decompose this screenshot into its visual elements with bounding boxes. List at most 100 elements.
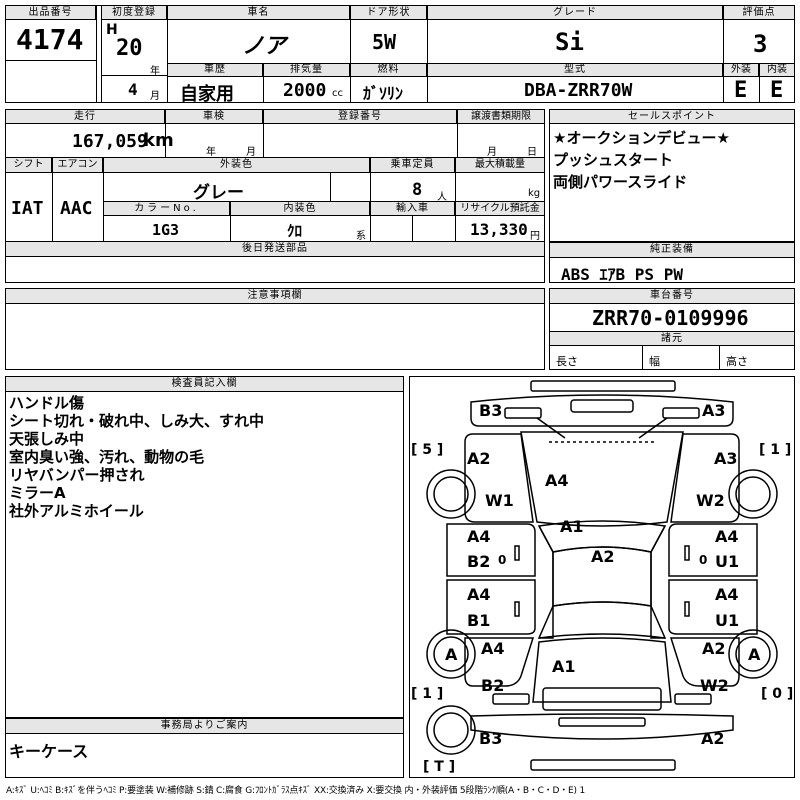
office-note: キーケース bbox=[9, 742, 89, 761]
windshield-wiper bbox=[536, 417, 668, 439]
color-number: 1G3 bbox=[152, 221, 180, 239]
load-unit: kg bbox=[528, 188, 541, 199]
int-grade: E bbox=[770, 78, 784, 103]
tread-left: 0 bbox=[498, 553, 506, 567]
load-label: 最大積載量 bbox=[455, 157, 545, 173]
mileage: 167,059 bbox=[72, 131, 148, 152]
front-fender-right bbox=[670, 433, 740, 523]
mark-a4-left-1: A4 bbox=[467, 527, 491, 546]
wheel-rear-left bbox=[426, 629, 476, 679]
inspector-label: 検査員記入欄 bbox=[5, 376, 404, 392]
regno-label: 登録番号 bbox=[263, 109, 457, 124]
disp-unit: cc bbox=[332, 88, 343, 99]
ext-label: 外装 bbox=[723, 63, 759, 77]
wheel-front-left bbox=[426, 469, 476, 519]
capacity-label: 乗車定員 bbox=[370, 157, 455, 173]
mark-a4-hood: A4 bbox=[545, 471, 569, 490]
score-label: 評価点 bbox=[723, 5, 795, 20]
mark-a4-left-2: A4 bbox=[467, 585, 491, 604]
reg-year-unit: 年 bbox=[150, 66, 160, 77]
reg-month: 4 bbox=[128, 80, 138, 99]
lot-label: 出品番号 bbox=[5, 5, 96, 20]
inspection-label: 車検 bbox=[165, 109, 263, 124]
front-door-left bbox=[446, 523, 536, 577]
mark-a2-bottom-right: A2 bbox=[701, 729, 725, 748]
rear-door-right bbox=[668, 579, 758, 635]
office-label: 事務局よりご案内 bbox=[5, 718, 404, 734]
int-color: ｸﾛ bbox=[287, 222, 303, 240]
wheel-front-right bbox=[728, 469, 778, 519]
mark-a1-bottom: A1 bbox=[552, 657, 576, 676]
shift-label: シフト bbox=[5, 157, 52, 173]
inspector-line: 天張しみ中 bbox=[9, 430, 85, 448]
mark-a-wheel-right: A bbox=[748, 645, 761, 664]
rear-light-right bbox=[674, 693, 712, 705]
int-label: 内装 bbox=[759, 63, 795, 77]
roof-strip-top bbox=[530, 380, 676, 392]
inspection-month: 月 bbox=[246, 147, 256, 158]
mark-a4-right-2: A4 bbox=[715, 585, 739, 604]
reg-month-unit: 月 bbox=[150, 91, 160, 102]
ext-grade: E bbox=[734, 78, 748, 103]
capacity-unit: 人 bbox=[437, 192, 447, 203]
mark-u1-right-2: U1 bbox=[715, 611, 739, 630]
mark-a1-top: A1 bbox=[560, 517, 584, 536]
mark-b3-top-left: B3 bbox=[479, 401, 502, 420]
transfer-label: 譲渡書類期限 bbox=[457, 109, 545, 124]
mark-w1: W1 bbox=[485, 491, 514, 510]
bracket-left-bottom: [ 1 ] bbox=[411, 686, 443, 702]
notes-label: 注意事項欄 bbox=[5, 288, 545, 304]
inspection-year: 年 bbox=[206, 147, 216, 158]
color-label: 外装色 bbox=[103, 157, 370, 173]
grille-center bbox=[570, 399, 634, 413]
model-label: 型式 bbox=[427, 63, 723, 77]
inspector-line: リヤバンパー押され bbox=[9, 466, 145, 484]
hood-panel bbox=[520, 431, 684, 527]
fuel-label: 燃料 bbox=[350, 63, 427, 77]
car-name-label: 車名 bbox=[167, 5, 350, 20]
width-label: 幅 bbox=[649, 355, 660, 368]
length-label: 長さ bbox=[556, 355, 578, 368]
bracket-right-top: [ 1 ] bbox=[759, 442, 791, 458]
spare-tire bbox=[426, 705, 476, 755]
score: 3 bbox=[753, 30, 768, 58]
model-code: DBA-ZRR70W bbox=[524, 80, 633, 101]
tread-right: 0 bbox=[699, 553, 707, 567]
rear-fender-left bbox=[464, 637, 535, 687]
inspector-line: シート切れ・破れ中、しみ大、すれ中 bbox=[9, 412, 265, 430]
colorno-label: カラーNo. bbox=[103, 201, 230, 216]
inspector-line: 社外アルミホイール bbox=[9, 502, 144, 520]
grille-right bbox=[662, 407, 700, 419]
reg-label: 初度登録 bbox=[101, 5, 167, 20]
mark-w2-bottom-right: W2 bbox=[700, 676, 729, 695]
mark-a2-right-3: A2 bbox=[702, 639, 726, 658]
rear-door-left bbox=[446, 579, 536, 635]
equipment-label: 純正装備 bbox=[549, 242, 795, 258]
transfer-month: 月 bbox=[487, 147, 497, 158]
transfer-day: 日 bbox=[527, 147, 537, 158]
capacity: 8 bbox=[412, 180, 423, 200]
mark-a3-top-right: A3 bbox=[702, 401, 726, 420]
grade: Si bbox=[555, 28, 584, 56]
mark-b2-bottom-left: B2 bbox=[481, 676, 504, 695]
mark-w2: W2 bbox=[696, 491, 725, 510]
mileage-unit: km bbox=[143, 130, 174, 151]
bracket-left-top: [ 5 ] bbox=[411, 442, 443, 458]
displacement: 2000 bbox=[283, 80, 327, 101]
mark-u1-right-1: U1 bbox=[715, 552, 739, 571]
legend: A:ｷｽﾞ U:ﾍｺﾐ B:ｷｽﾞを伴うﾍｺﾐ P:要塗装 W:補修跡 S:錆 … bbox=[6, 786, 585, 796]
ac: AAC bbox=[60, 198, 93, 219]
grade-label: グレード bbox=[427, 5, 723, 20]
mark-a-wheel-left: A bbox=[445, 645, 458, 664]
recycle-unit: 円 bbox=[530, 231, 540, 242]
ext-color: グレー bbox=[193, 183, 244, 203]
sales-point-label: セールスポイント bbox=[549, 109, 795, 124]
rear-light-left bbox=[492, 693, 530, 705]
bracket-tire: [ T ] bbox=[423, 759, 455, 775]
rear-window bbox=[542, 687, 662, 711]
wheel-rear-right bbox=[728, 629, 778, 679]
car-name: ノア bbox=[242, 34, 287, 59]
mileage-label: 走行 bbox=[5, 109, 165, 124]
front-door-right bbox=[668, 523, 758, 577]
inspector-line: ハンドル傷 bbox=[9, 394, 85, 412]
